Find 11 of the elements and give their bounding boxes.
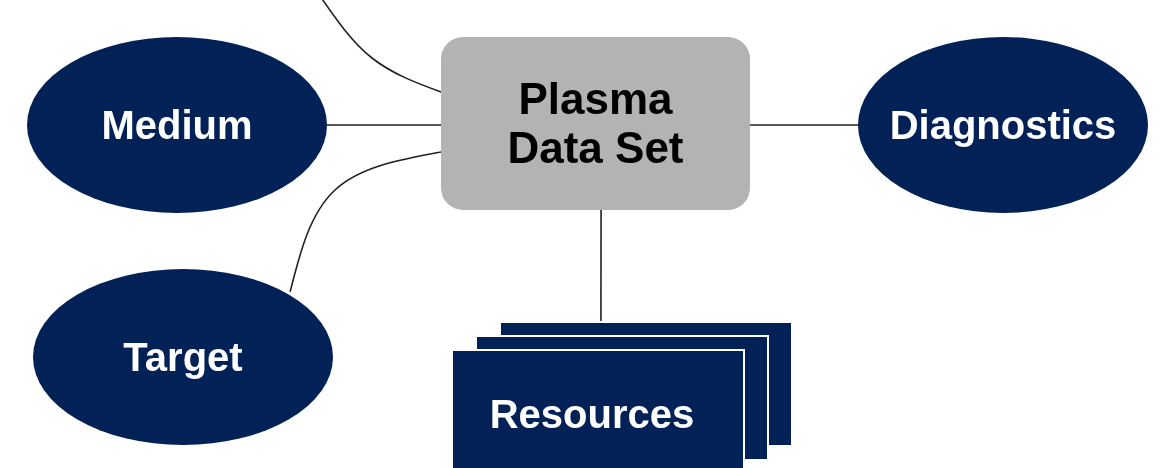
connector-line [326, 124, 442, 126]
connector-line [289, 151, 442, 293]
node-label: Plasma Data Set [506, 75, 685, 172]
node-label: Resources [489, 392, 695, 436]
node-label: Diagnostics [889, 103, 1117, 147]
connector-line [319, 0, 442, 93]
data-set-box [441, 37, 750, 210]
connector-line [600, 209, 602, 323]
connector-line [749, 124, 859, 126]
node-label: Target [123, 335, 243, 379]
node-label: Medium [101, 103, 253, 147]
